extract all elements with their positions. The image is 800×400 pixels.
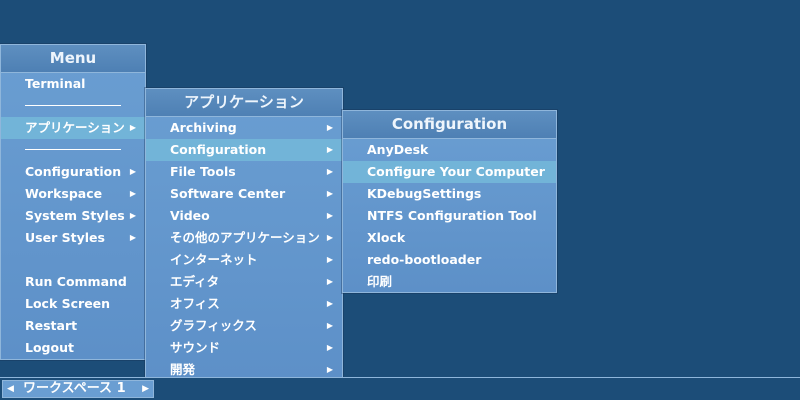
submenu-arrow-icon: ▶ xyxy=(129,167,136,176)
submenu-arrow-icon: ▶ xyxy=(326,189,333,198)
applications-submenu-item-label: インターネット xyxy=(170,252,258,267)
applications-submenu-item[interactable]: Video ▶ xyxy=(146,205,342,227)
configuration-submenu-item-label: NTFS Configuration Tool xyxy=(367,208,537,223)
applications-submenu-item[interactable]: 開発 ▶ xyxy=(146,359,342,381)
submenu-arrow-icon: ▶ xyxy=(326,145,333,154)
menu-item-applications-label: アプリケーション xyxy=(25,120,125,135)
menu-item-terminal[interactable]: Terminal xyxy=(25,76,86,91)
submenu-arrow-icon: ▶ xyxy=(326,255,333,264)
applications-submenu: アプリケーション Archiving▶Configuration▶File To… xyxy=(145,88,343,381)
menu-item-workspace-label: Workspace xyxy=(25,186,103,201)
applications-submenu-item-label: 開発 xyxy=(170,362,196,377)
applications-submenu-item-label: オフィス xyxy=(170,296,220,311)
applications-submenu-item-label: エディタ xyxy=(170,274,220,289)
configuration-submenu-item[interactable]: AnyDesk xyxy=(343,139,556,161)
submenu-arrow-icon: ▶ xyxy=(326,211,333,220)
menu-separator xyxy=(1,139,145,161)
applications-submenu-item[interactable]: Configuration ▶ xyxy=(146,139,342,161)
configuration-submenu-item-label: AnyDesk xyxy=(367,142,429,157)
configuration-submenu-item-label: Configure Your Computer xyxy=(367,164,545,179)
menu-item-workspace[interactable]: Workspace ▶ xyxy=(1,183,145,205)
toolbar: ◀ ワークスペース 1 ▶ xyxy=(0,377,800,400)
menu-item-applications[interactable]: アプリケーション ▶ xyxy=(1,117,145,139)
applications-submenu-item-label: Archiving xyxy=(170,120,237,135)
applications-submenu-item-label: Software Center xyxy=(170,186,286,201)
applications-submenu-item-label: File Tools xyxy=(170,164,236,179)
menu-item-configuration[interactable]: Configuration ▶ xyxy=(1,161,145,183)
configuration-submenu-item[interactable]: Configure Your Computer xyxy=(343,161,556,183)
menu-item-user-styles[interactable]: User Styles ▶ xyxy=(1,227,145,249)
submenu-arrow-icon: ▶ xyxy=(326,233,333,242)
root-menu-title: Menu xyxy=(1,45,145,73)
submenu-arrow-icon: ▶ xyxy=(326,123,333,132)
menu-item-system-styles[interactable]: System Styles ▶ xyxy=(1,205,145,227)
menu-gap xyxy=(1,249,145,271)
configuration-submenu-item[interactable]: NTFS Configuration Tool xyxy=(343,205,556,227)
configuration-submenu-item-label: redo-bootloader xyxy=(367,252,482,267)
menu-item-run-command[interactable]: Run Command xyxy=(25,274,127,289)
applications-submenu-item[interactable]: File Tools ▶ xyxy=(146,161,342,183)
submenu-arrow-icon: ▶ xyxy=(326,321,333,330)
applications-submenu-item[interactable]: オフィス ▶ xyxy=(146,293,342,315)
submenu-arrow-icon: ▶ xyxy=(326,167,333,176)
configuration-submenu-item-label: Xlock xyxy=(367,230,406,245)
workspace-name: ワークスペース 1 xyxy=(23,381,126,396)
submenu-arrow-icon: ▶ xyxy=(129,233,136,242)
submenu-arrow-icon: ▶ xyxy=(326,277,333,286)
menu-item-restart[interactable]: Restart xyxy=(25,318,78,333)
applications-submenu-item[interactable]: インターネット ▶ xyxy=(146,249,342,271)
applications-submenu-item-label: サウンド xyxy=(170,340,221,355)
submenu-arrow-icon: ▶ xyxy=(129,189,136,198)
applications-submenu-item[interactable]: サウンド ▶ xyxy=(146,337,342,359)
configuration-submenu-item[interactable]: Xlock xyxy=(343,227,556,249)
applications-submenu-item[interactable]: グラフィックス ▶ xyxy=(146,315,342,337)
applications-submenu-item-label: その他のアプリケーション xyxy=(170,230,320,245)
applications-submenu-item[interactable]: エディタ ▶ xyxy=(146,271,342,293)
workspace-switcher[interactable]: ◀ ワークスペース 1 ▶ xyxy=(2,380,154,398)
submenu-arrow-icon: ▶ xyxy=(129,211,136,220)
applications-submenu-item-label: Configuration xyxy=(170,142,267,157)
applications-submenu-item[interactable]: Software Center ▶ xyxy=(146,183,342,205)
submenu-arrow-icon: ▶ xyxy=(326,365,333,374)
submenu-arrow-icon: ▶ xyxy=(326,343,333,352)
menu-separator xyxy=(1,95,145,117)
menu-item-configuration-label: Configuration xyxy=(25,164,122,179)
applications-submenu-title: アプリケーション xyxy=(146,89,342,117)
configuration-submenu-item-label: KDebugSettings xyxy=(367,186,482,201)
applications-submenu-items: Archiving▶Configuration▶File Tools▶Softw… xyxy=(146,117,342,381)
applications-submenu-item-label: グラフィックス xyxy=(170,318,257,333)
configuration-submenu-item[interactable]: 印刷 xyxy=(343,271,556,293)
submenu-arrow-icon: ▶ xyxy=(326,299,333,308)
menu-item-logout[interactable]: Logout xyxy=(25,340,74,355)
applications-submenu-item-label: Video xyxy=(170,208,210,223)
configuration-submenu-item[interactable]: redo-bootloader xyxy=(343,249,556,271)
triangle-left-icon[interactable]: ◀ xyxy=(7,384,14,394)
root-menu: Menu Terminal アプリケーション ▶ Configuration ▶… xyxy=(0,44,146,360)
menu-item-system-styles-label: System Styles xyxy=(25,208,125,223)
menu-item-lock-screen[interactable]: Lock Screen xyxy=(25,296,111,311)
configuration-submenu-item-label: 印刷 xyxy=(367,274,393,289)
applications-submenu-item[interactable]: Archiving ▶ xyxy=(146,117,342,139)
configuration-submenu-item[interactable]: KDebugSettings xyxy=(343,183,556,205)
configuration-submenu-title: Configuration xyxy=(343,111,556,139)
applications-submenu-item[interactable]: その他のアプリケーション ▶ xyxy=(146,227,342,249)
menu-item-user-styles-label: User Styles xyxy=(25,230,105,245)
submenu-arrow-icon: ▶ xyxy=(129,123,136,132)
triangle-right-icon[interactable]: ▶ xyxy=(142,384,149,394)
